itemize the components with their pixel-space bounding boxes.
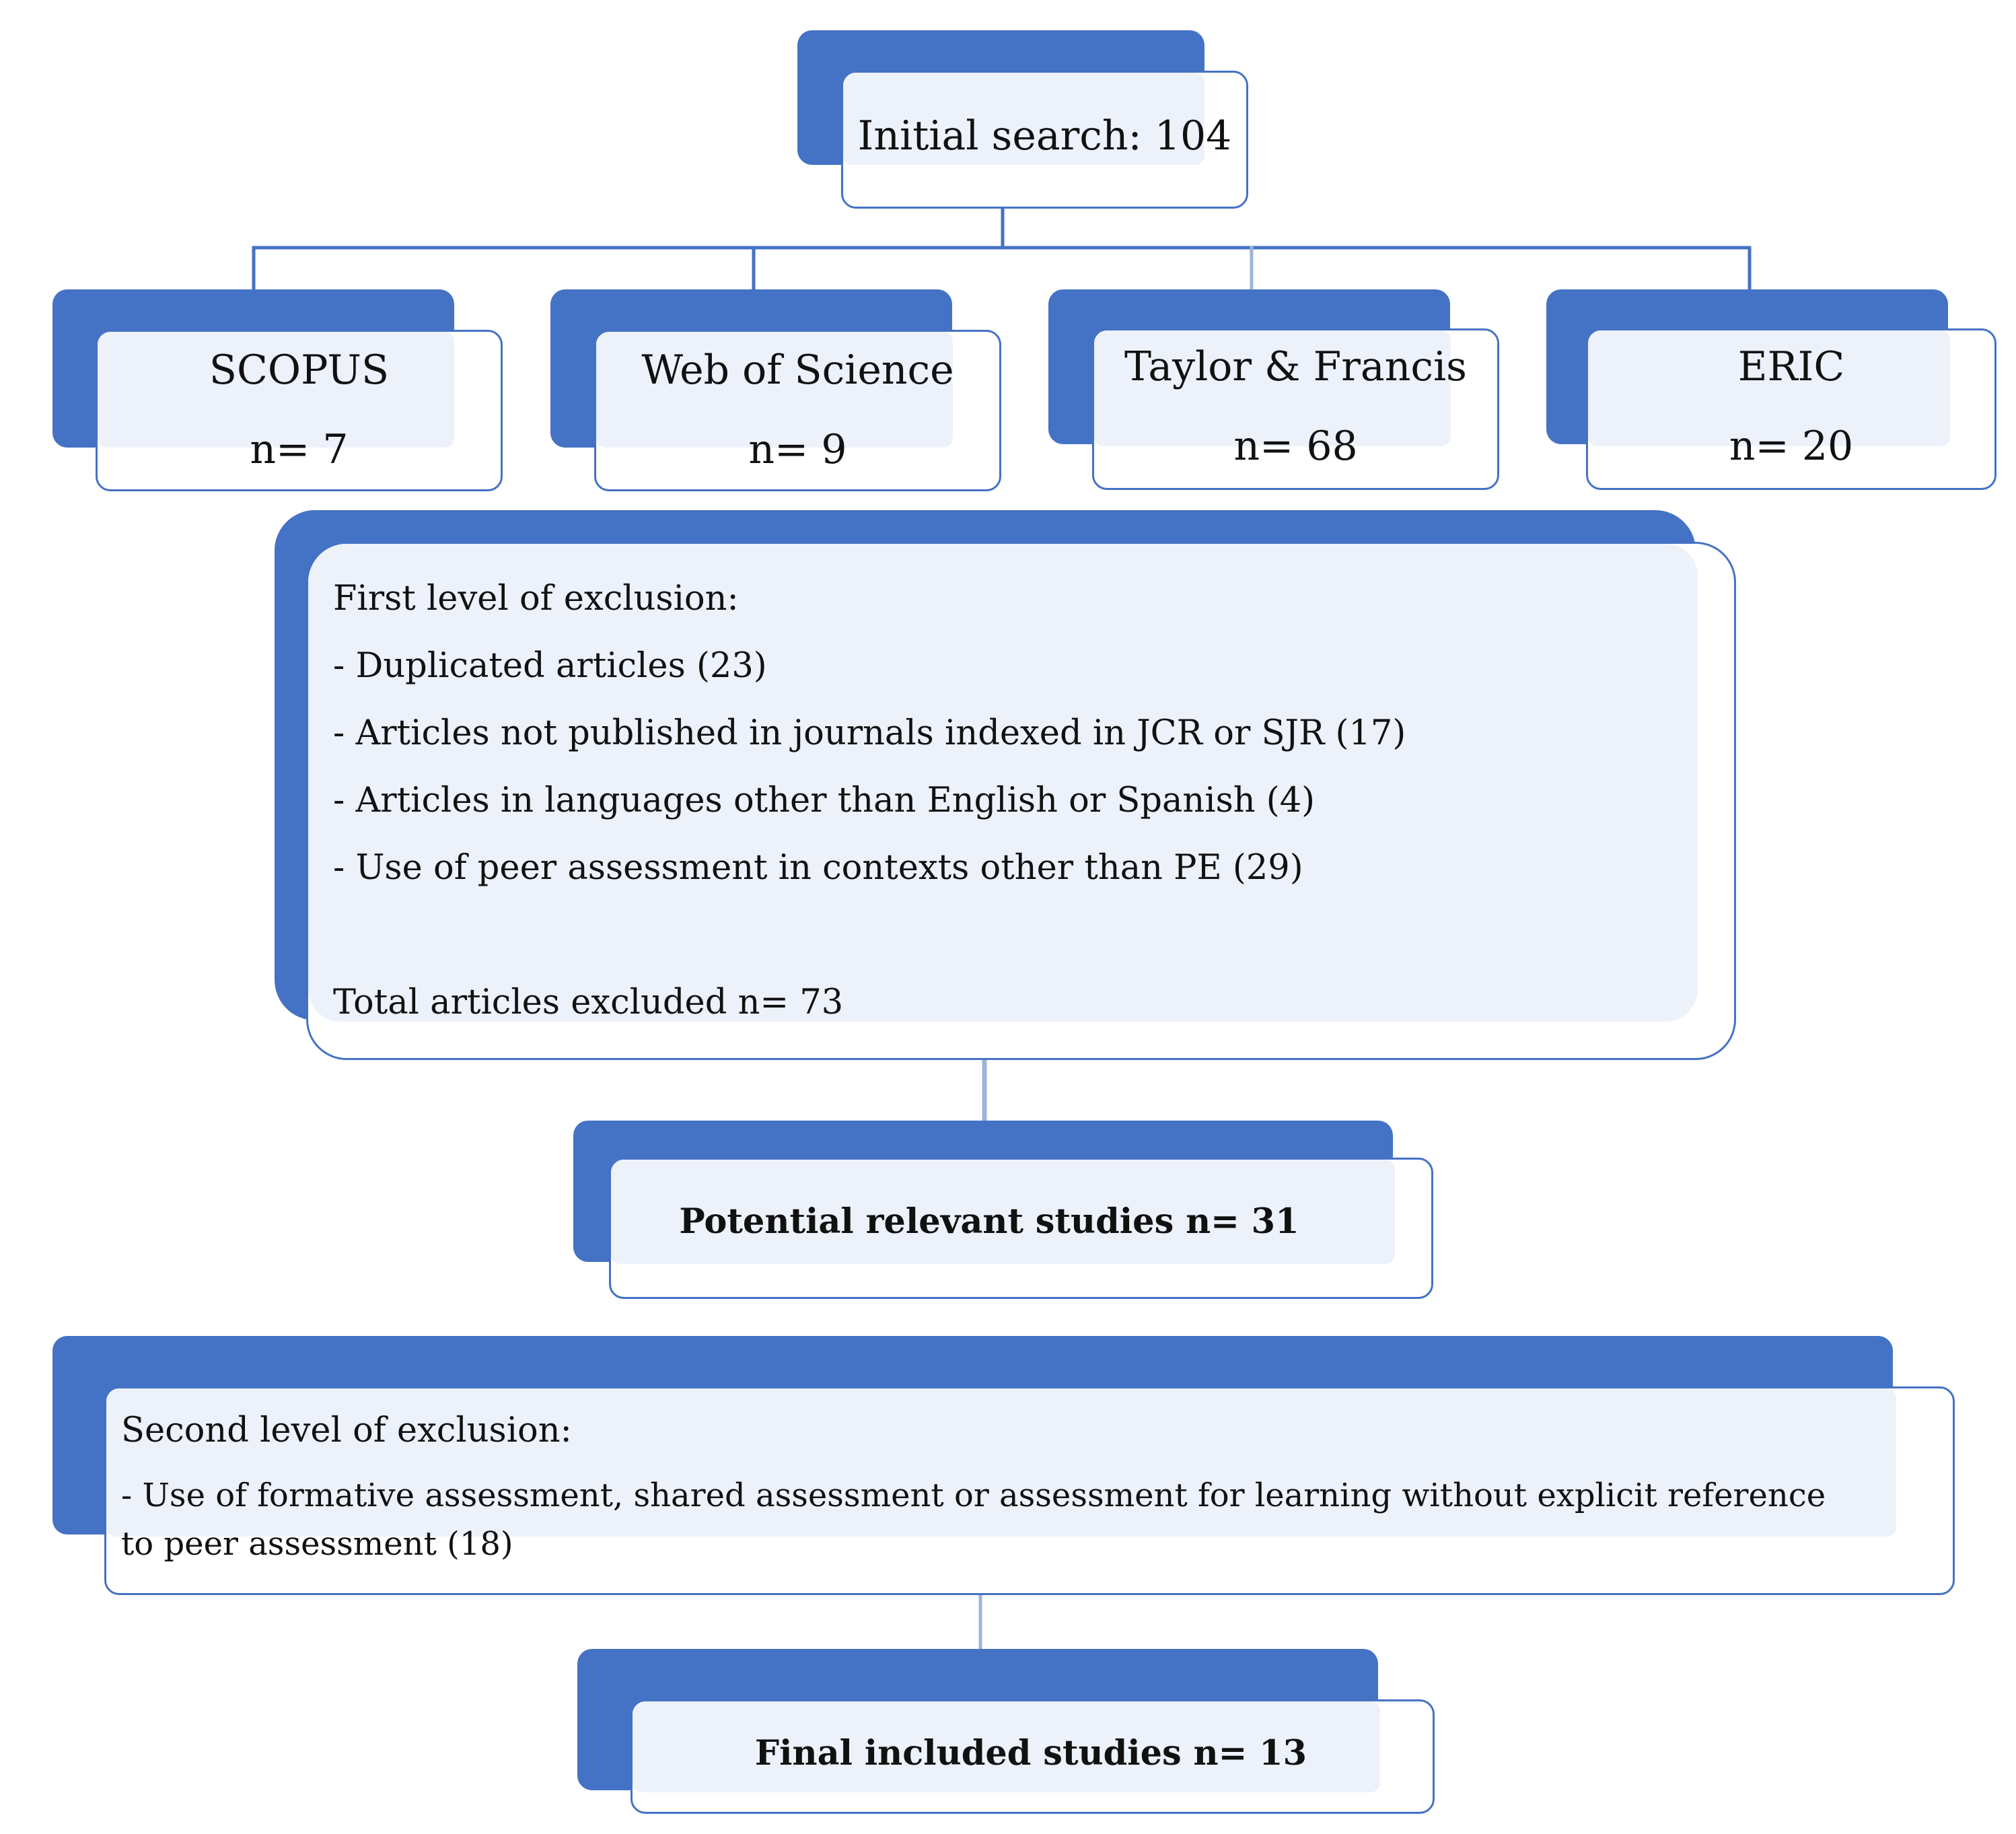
second-exclusion-item: to peer assessment (18)	[121, 1525, 513, 1563]
tf-box	[1092, 328, 1499, 490]
first-exclusion-box	[306, 542, 1736, 1060]
second-exclusion-item: - Use of formative assessment, shared as…	[121, 1477, 1826, 1514]
final-studies-box	[631, 1699, 1435, 1814]
tf-count: n= 68	[1233, 423, 1358, 470]
potential-studies-box	[609, 1158, 1433, 1299]
scopus-name: SCOPUS	[209, 347, 390, 394]
second-exclusion-heading: Second level of exclusion:	[121, 1411, 572, 1450]
wos-box	[594, 330, 1001, 491]
scopus-box	[96, 330, 503, 491]
first-exclusion-item: - Use of peer assessment in contexts oth…	[333, 848, 1303, 888]
initial-search-label: Initial search: 104	[857, 112, 1232, 160]
initial-search-tint	[843, 73, 1204, 165]
potential-studies-label: Potential relevant studies n= 31	[679, 1201, 1299, 1242]
wos-name: Web of Science	[641, 347, 954, 394]
eric-box	[1586, 328, 1996, 490]
final-studies-label: Final included studies n= 13	[754, 1733, 1307, 1773]
first-exclusion-item: - Duplicated articles (23)	[333, 646, 767, 686]
wos-count: n= 9	[748, 426, 847, 473]
initial-search-box	[841, 71, 1248, 209]
first-exclusion-item: - Articles not published in journals ind…	[333, 713, 1406, 753]
tf-name: Taylor & Francis	[1124, 343, 1467, 390]
eric-count: n= 20	[1729, 423, 1854, 470]
first-exclusion-total: Total articles excluded n= 73	[333, 983, 844, 1022]
scopus-count: n= 7	[250, 426, 349, 473]
eric-name: ERIC	[1737, 343, 1845, 390]
second-exclusion-box	[104, 1386, 1955, 1595]
first-exclusion-heading: First level of exclusion:	[333, 579, 739, 619]
first-exclusion-item: - Articles in languages other than Engli…	[333, 781, 1316, 820]
